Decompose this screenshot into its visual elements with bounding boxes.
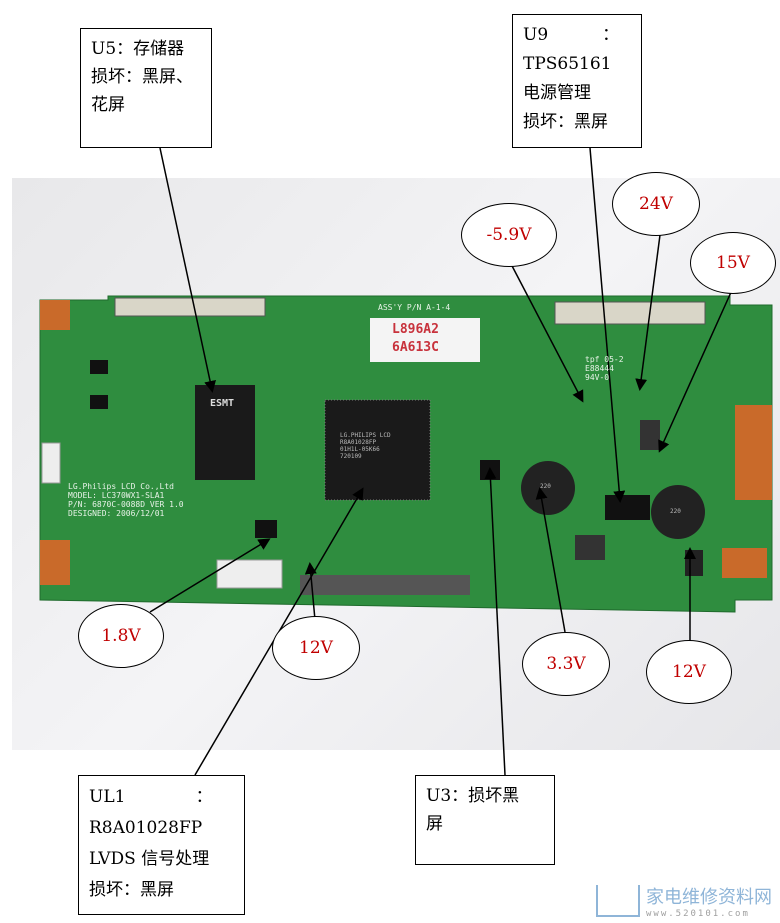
callout-line: U5：存储器 bbox=[91, 39, 185, 59]
callout-line: LVDS 信号处理 bbox=[89, 849, 210, 869]
callout-line: 损坏：黑屏 bbox=[89, 880, 174, 900]
voltage-1-8v: 1.8V bbox=[78, 604, 164, 668]
callout-line: U3：损坏黑 bbox=[426, 786, 520, 806]
watermark: 家电维修资料网 www.520101.com bbox=[596, 883, 772, 919]
voltage-neg-5-9v: -5.9V bbox=[461, 203, 557, 267]
inductor-marking: 220 bbox=[670, 508, 681, 515]
callout-line: 屏 bbox=[426, 814, 443, 834]
chip-u9 bbox=[605, 495, 650, 520]
assy-label: ASS'Y P/N A-1-4 bbox=[378, 303, 451, 312]
voltage-3-3v: 3.3V bbox=[522, 632, 610, 696]
pad-corner bbox=[722, 548, 767, 578]
leader-lines bbox=[149, 147, 733, 776]
callout-line: 花屏 bbox=[91, 95, 125, 115]
connector-side bbox=[41, 442, 61, 484]
sticker-label: L896A2 6A613C bbox=[370, 318, 480, 362]
component bbox=[640, 420, 660, 450]
component bbox=[685, 550, 703, 576]
voltage-12v-left: 12V bbox=[272, 616, 360, 680]
inductor-marking: 220 bbox=[540, 483, 551, 490]
connector-white bbox=[216, 559, 283, 589]
voltage-15v: 15V bbox=[690, 232, 776, 294]
pad-corner bbox=[40, 300, 70, 330]
connector-bottom-lvds bbox=[300, 575, 470, 595]
component bbox=[575, 535, 605, 560]
watermark-url: www.520101.com bbox=[646, 909, 750, 919]
inductor-right bbox=[651, 485, 705, 539]
callout-line: UL1 ： bbox=[89, 787, 213, 807]
sticker-line: L896A2 bbox=[392, 322, 439, 337]
pad-edge bbox=[735, 405, 772, 500]
callout-line: U9 ： bbox=[523, 25, 620, 45]
callout-line: TPS65161 bbox=[523, 54, 612, 74]
callout-line: 损坏：黑屏 bbox=[523, 112, 608, 132]
callout-line: 电源管理 bbox=[523, 83, 591, 103]
watermark-title: 家电维修资料网 bbox=[646, 887, 772, 908]
connector-top-left bbox=[114, 297, 266, 317]
connector-top-right bbox=[554, 301, 706, 325]
memory-chip-marking: ESMT bbox=[210, 398, 235, 409]
component bbox=[90, 395, 108, 409]
voltage-24v: 24V bbox=[612, 172, 700, 236]
callout-u9: U9 ： TPS65161 电源管理 损坏：黑屏 bbox=[512, 14, 642, 148]
inductor-left bbox=[521, 461, 575, 515]
voltage-12v-right: 12V bbox=[646, 640, 732, 704]
component bbox=[90, 360, 108, 374]
pad-corner bbox=[40, 540, 70, 585]
callout-line: R8A01028FP bbox=[89, 818, 203, 838]
sticker-line: 6A613C bbox=[392, 340, 439, 355]
callout-ul1: UL1 ： R8A01028FP LVDS 信号处理 损坏：黑屏 bbox=[78, 775, 245, 915]
regulator-1v8 bbox=[255, 520, 277, 538]
memory-chip-u5 bbox=[195, 385, 255, 480]
book-logo-icon bbox=[596, 885, 640, 917]
callout-line: 损坏：黑屏、 bbox=[91, 67, 193, 87]
ul-mark: tpf 05-2 E88444 94V-0 bbox=[585, 355, 624, 382]
tcon-chip-ul1 bbox=[324, 399, 431, 501]
callout-u3: U3：损坏黑 屏 bbox=[415, 775, 555, 865]
callout-u5: U5：存储器 损坏：黑屏、 花屏 bbox=[80, 28, 212, 148]
